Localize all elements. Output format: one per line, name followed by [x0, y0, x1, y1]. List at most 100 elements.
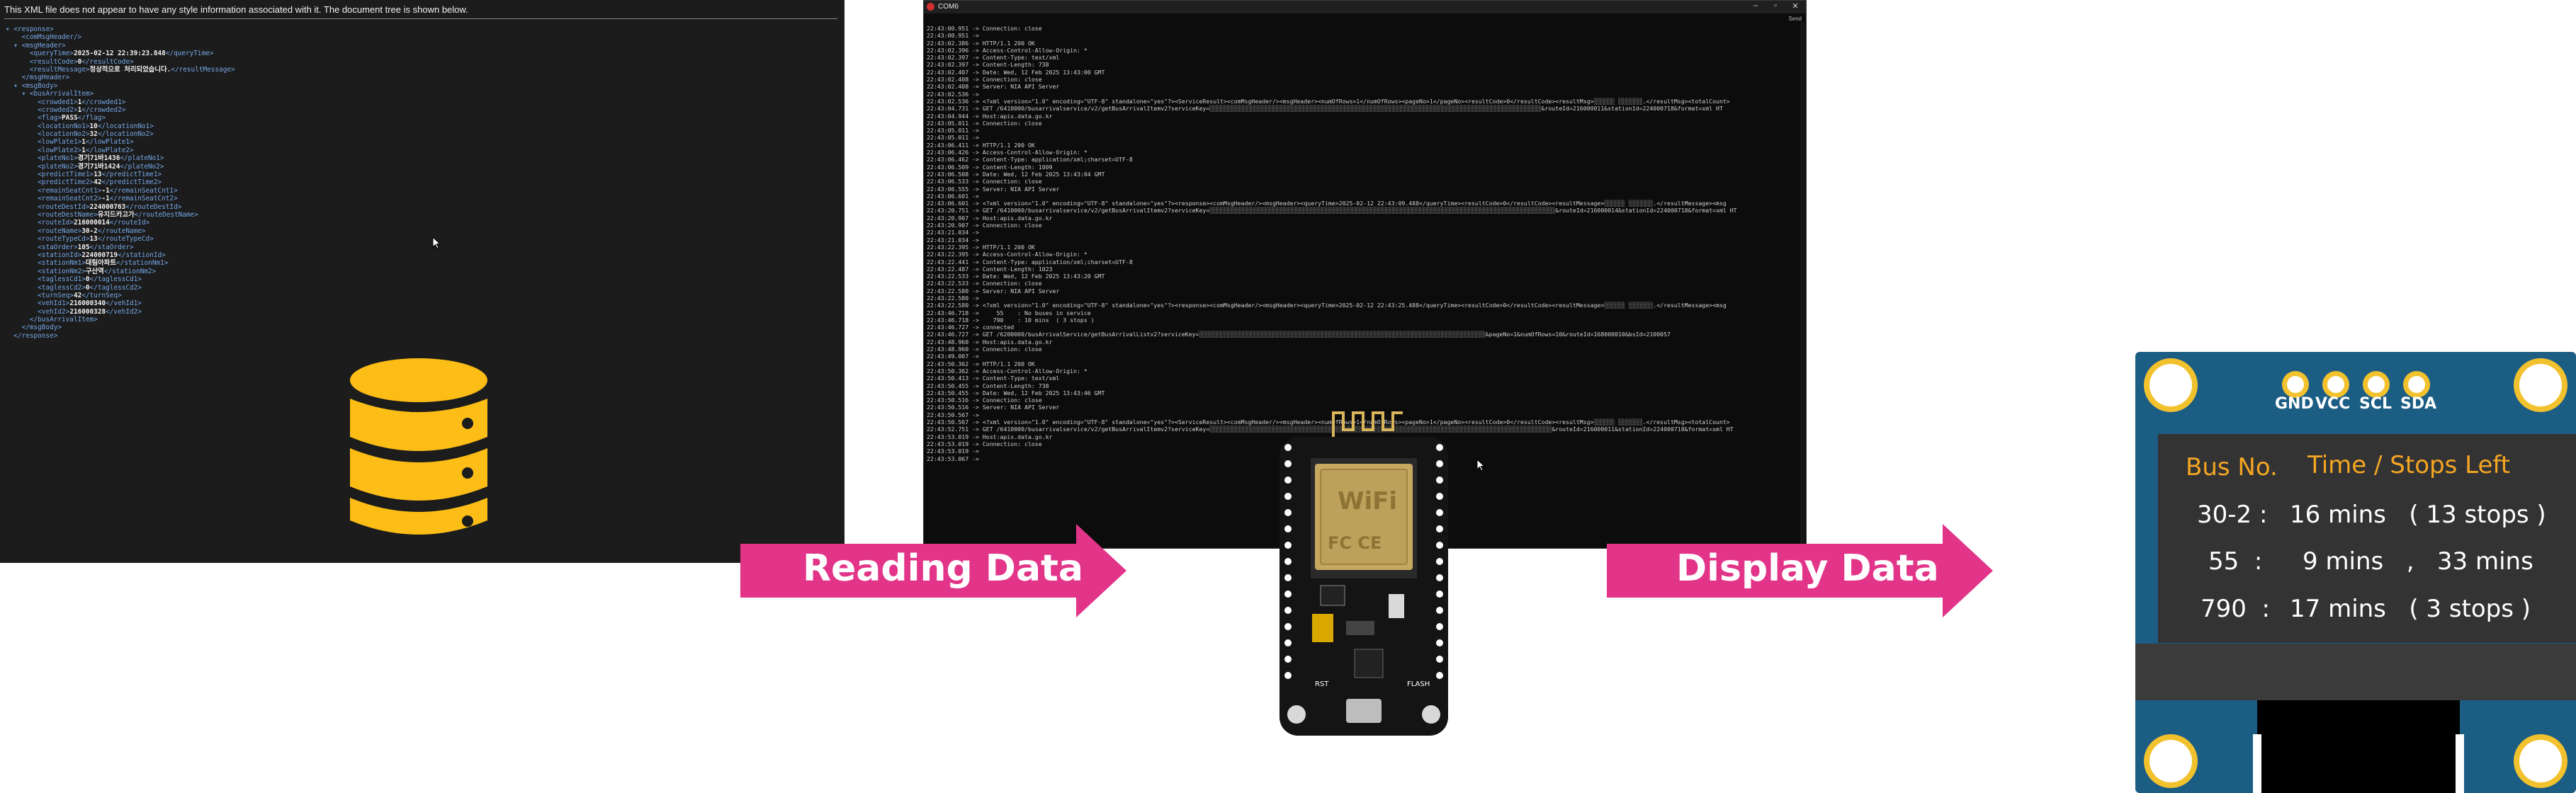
xml-line: <plateNo2>경기71바1424</plateNo2>	[6, 163, 235, 171]
serial-line: 22:43:20.907 -> Connection: close	[927, 222, 1042, 229]
serial-line: 22:43:06.555 -> Server: NIA API Server	[927, 185, 1060, 193]
xml-value: 42	[94, 178, 102, 187]
display-arrow-shape	[1607, 524, 1993, 617]
xml-close-tag: </queryTime>	[165, 50, 214, 58]
xml-line: <crowded2>1</crowded2>	[6, 106, 235, 114]
xml-line: <stationId>224000719</stationId>	[6, 251, 235, 259]
xml-value: 유지드카고가	[97, 210, 135, 219]
serial-output-scrollbar[interactable]	[1800, 22, 1804, 546]
serial-line: 22:43:46.727 -> GET /6200000/busArrivalS…	[927, 331, 1671, 338]
app-icon	[927, 3, 934, 11]
xml-close-tag: </routeId>	[109, 219, 150, 227]
serial-line: 22:43:06.601 -> <?xml version="1.0" enco…	[927, 200, 1727, 207]
xml-value: 대림아파트	[85, 259, 117, 268]
xml-line: <locationNo2>32</locationNo2>	[6, 130, 235, 138]
xml-close-tag: </flag>	[77, 114, 106, 122]
flash-label: FLASH	[1407, 680, 1430, 688]
serial-line: 22:43:49.007 ->	[927, 353, 979, 360]
xml-value: 1	[81, 146, 86, 154]
xml-close-tag: </routeName>	[97, 227, 146, 235]
xml-close-tag: </plateNo2>	[120, 162, 164, 171]
send-button[interactable]: Send	[1788, 16, 1802, 22]
xml-close-tag: </taglessCd2>	[89, 283, 142, 292]
serial-line: 22:43:02.536 ->	[927, 90, 979, 98]
serial-line: 22:43:53.019 -> Connection: close	[927, 440, 1042, 447]
xml-line: <remainSeatCnt2>-1</remainSeatCnt2>	[6, 195, 235, 202]
display-data-arrow	[1607, 524, 1993, 617]
serial-line: 22:43:06.601 ->	[927, 192, 979, 200]
xml-line: <flag>PASS</flag>	[6, 114, 235, 122]
xml-tag: <locationNo1>	[6, 122, 90, 130]
xml-tag: <taglessCd2>	[6, 283, 86, 292]
mouse-cursor-icon	[1476, 459, 1486, 472]
serial-line: 22:43:02.396 -> Access-Control-Allow-Ori…	[927, 46, 1088, 54]
serial-line: 22:43:06.508 -> Date: Wed, 12 Feb 2025 1…	[927, 170, 1105, 178]
xml-tag: <lowPlate2>	[6, 146, 82, 154]
pin-label-gnd: GND	[2275, 395, 2314, 413]
xml-line: <staOrder>105</staOrder>	[6, 244, 235, 251]
reading-data-arrow	[740, 524, 1126, 617]
xml-close-tag: </stationNm2>	[103, 267, 157, 275]
display-data-label: Display Data	[1676, 547, 1939, 590]
xml-tag: <stationId>	[6, 251, 82, 259]
reading-arrow-shape	[740, 524, 1126, 617]
xml-tag: <routeDestName>	[6, 210, 98, 219]
xml-value: 0	[85, 283, 90, 292]
serial-line: 22:43:48.960 -> Host:apis.data.go.kr	[927, 338, 1053, 346]
xml-value: 216000014	[73, 219, 110, 227]
xml-tag: <predictTime1>	[6, 171, 94, 179]
serial-line: 22:43:22.533 -> Connection: close	[927, 280, 1042, 287]
xml-close-tag: </resultCode>	[81, 57, 134, 66]
xml-tag: </busArrivalItem>	[6, 316, 98, 324]
flash-button[interactable]	[1422, 705, 1440, 724]
xml-tag: <resultCode>	[6, 57, 78, 66]
serial-line: 22:43:02.536 -> <?xml version="1.0" enco…	[927, 97, 1730, 105]
serial-line: 22:43:02.407 -> Date: Wed, 12 Feb 2025 1…	[927, 68, 1105, 76]
xml-tag: <stationNm2>	[6, 267, 86, 275]
serial-monitor-titlebar: COM6 – ▫ ✕	[924, 1, 1806, 13]
xml-tag: <queryTime>	[6, 50, 74, 58]
xml-line: ▾ <busArrivalItem>	[6, 90, 235, 98]
xml-close-tag: </predictTime1>	[101, 171, 162, 179]
oled-row-info: 16 mins ( 13 stops )	[2290, 501, 2546, 529]
serial-line: 22:43:20.751 -> GET /6410000/busarrivals…	[927, 207, 1737, 215]
serial-line: 22:43:50.455 -> Content-Length: 738	[927, 382, 1049, 389]
xml-value: PASS	[62, 114, 78, 122]
pin-label-vcc: VCC	[2315, 395, 2351, 413]
oled-header-bus: Bus No.	[2186, 453, 2278, 481]
xml-value: -1	[101, 195, 110, 203]
xml-line: <lowPlate1>1</lowPlate1>	[6, 138, 235, 146]
xml-close-tag: </remainSeatCnt1>	[109, 186, 178, 195]
serial-line: 22:43:50.413 -> Content-Type: text/xml	[927, 375, 1060, 382]
xml-tag: <lowPlate1>	[6, 138, 82, 147]
maximize-icon[interactable]: ▫	[1774, 1, 1777, 10]
xml-value: 216000340	[69, 299, 106, 308]
rst-button[interactable]	[1287, 705, 1306, 724]
xml-line: <taglessCd2>0</taglessCd2>	[6, 284, 235, 292]
database-icon	[350, 358, 487, 535]
xml-value: 1	[77, 105, 82, 114]
serial-line: 22:43:05.011 ->	[927, 127, 979, 135]
xml-close-tag: </remainSeatCnt2>	[109, 195, 178, 203]
xml-tag: <plateNo1>	[6, 154, 78, 163]
serial-line: 22:43:52.751 -> GET /6410000/busarrivals…	[927, 426, 1734, 433]
close-icon[interactable]: ✕	[1792, 2, 1799, 11]
xml-tag: <routeDestId>	[6, 202, 90, 211]
serial-line: 22:43:05.011 -> Connection: close	[927, 119, 1042, 127]
xml-value: 경기71바1424	[77, 162, 120, 171]
xml-tag: </response>	[6, 331, 58, 340]
xml-tag: <turnSeq>	[6, 291, 74, 299]
xml-line: <routeName>30-2</routeName>	[6, 227, 235, 235]
serial-line: 22:43:06.533 -> Connection: close	[927, 178, 1042, 186]
xml-tag: <comMsgHeader/>	[6, 33, 82, 42]
serial-line: 22:43:02.397 -> Content-Type: text/xml	[927, 54, 1060, 62]
oled-header-time: Time / Stops Left	[2307, 451, 2511, 479]
xml-line: <routeDestId>224000763</routeDestId>	[6, 203, 235, 211]
serial-line: 22:43:53.019 -> Host:apis.data.go.kr	[927, 433, 1053, 440]
minimize-icon[interactable]: –	[1753, 1, 1758, 10]
serial-line: 22:43:46.718 -> 55 : No buses in service	[927, 309, 1091, 316]
xml-close-tag: </locationNo1>	[97, 122, 154, 130]
xml-close-tag: </routeDestId>	[125, 202, 182, 211]
xml-tag: <taglessCd1>	[6, 275, 86, 284]
xml-line: <predictTime2>42</predictTime2>	[6, 178, 235, 186]
